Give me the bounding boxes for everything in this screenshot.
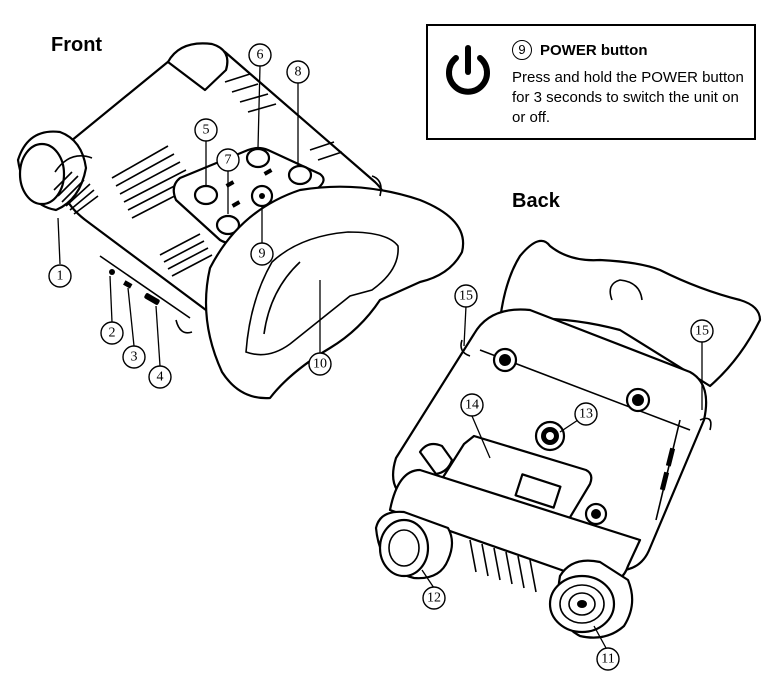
zoom-button[interactable] xyxy=(193,184,219,206)
svg-text:6: 6 xyxy=(257,48,264,63)
callout-9: 9 xyxy=(250,242,274,266)
callout-1: 1 xyxy=(48,264,72,288)
top-grip-ribs xyxy=(224,73,343,161)
eyecup xyxy=(204,185,465,400)
callout-15a: 15 xyxy=(454,284,478,308)
front-leader-lines xyxy=(57,65,321,367)
callout-11: 11 xyxy=(596,647,620,671)
info-description: Press and hold the POWER button for 3 se… xyxy=(512,69,744,126)
svg-text:4: 4 xyxy=(157,370,164,385)
svg-text:3: 3 xyxy=(131,350,138,365)
svg-text:5: 5 xyxy=(203,123,210,138)
power-icon xyxy=(446,45,490,95)
svg-text:14: 14 xyxy=(465,398,479,413)
ir-button[interactable] xyxy=(245,147,271,169)
power-info-box: 9 POWER button Press and hold the POWER … xyxy=(426,24,756,140)
front-heading: Front xyxy=(51,34,103,56)
callout-6: 6 xyxy=(248,43,272,67)
svg-text:7: 7 xyxy=(225,153,232,168)
svg-text:1: 1 xyxy=(57,269,64,284)
callout-5: 5 xyxy=(194,118,218,142)
svg-text:2: 2 xyxy=(109,326,116,341)
callout-4: 4 xyxy=(148,365,172,389)
svg-text:13: 13 xyxy=(579,407,593,422)
svg-text:8: 8 xyxy=(295,65,302,80)
callout-3: 3 xyxy=(122,345,146,369)
back-grip-ribs xyxy=(469,539,537,593)
info-title: POWER button xyxy=(540,42,648,59)
front-view-device xyxy=(16,42,465,400)
svg-text:10: 10 xyxy=(313,357,327,372)
callout-2: 2 xyxy=(100,321,124,345)
menu-button[interactable] xyxy=(287,164,313,186)
focus-ring-hatching xyxy=(53,171,99,215)
svg-text:9: 9 xyxy=(259,247,266,262)
svg-text:11: 11 xyxy=(601,652,614,667)
callout-14: 14 xyxy=(460,393,484,417)
callout-12: 12 xyxy=(422,586,446,610)
callout-7: 7 xyxy=(216,148,240,172)
info-callout-number: 9 xyxy=(512,40,532,60)
callout-8: 8 xyxy=(286,60,310,84)
back-heading: Back xyxy=(512,190,560,212)
mode-button[interactable] xyxy=(215,214,241,236)
svg-text:15: 15 xyxy=(459,289,473,304)
callout-10: 10 xyxy=(308,352,332,376)
svg-text:15: 15 xyxy=(695,324,709,339)
svg-text:12: 12 xyxy=(427,591,441,606)
callout-15b: 15 xyxy=(690,319,714,343)
callout-13: 13 xyxy=(574,402,598,426)
back-view-device xyxy=(374,239,762,639)
